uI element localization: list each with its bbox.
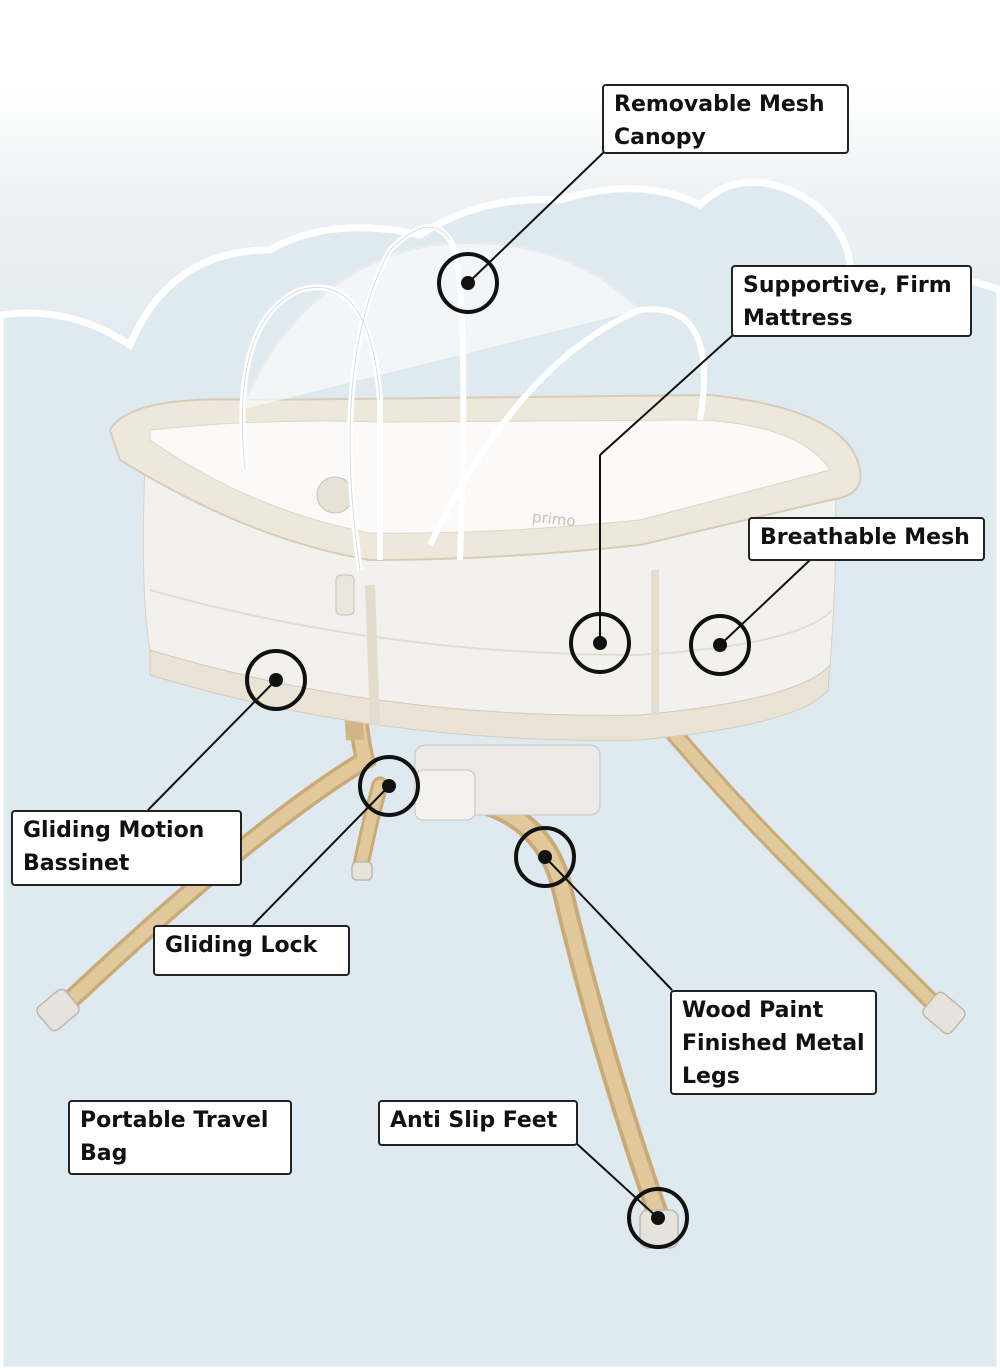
target-feet bbox=[627, 1187, 689, 1249]
target-legs bbox=[514, 826, 576, 888]
target-canopy bbox=[437, 252, 499, 314]
callout-portable-travel-bag: Portable Travel Bag bbox=[68, 1100, 292, 1175]
target-mesh bbox=[689, 614, 751, 676]
callout-gliding-motion-bassinet: Gliding Motion Bassinet bbox=[11, 810, 242, 886]
callout-removable-mesh-canopy: Removable Mesh Canopy bbox=[602, 84, 849, 154]
callout-gliding-lock: Gliding Lock bbox=[153, 925, 350, 976]
target-gliding-motion bbox=[245, 649, 307, 711]
callout-wood-paint-legs: Wood Paint Finished Metal Legs bbox=[670, 990, 877, 1095]
target-dots bbox=[269, 276, 727, 1225]
target-gliding-lock bbox=[358, 755, 420, 817]
callout-anti-slip-feet: Anti Slip Feet bbox=[378, 1100, 578, 1146]
mesh-canopy bbox=[238, 224, 707, 571]
callout-supportive-firm-mattress: Supportive, Firm Mattress bbox=[731, 265, 972, 337]
glide-mechanism bbox=[414, 744, 601, 821]
legs bbox=[50, 565, 954, 1231]
bassinet-basket bbox=[108, 393, 862, 741]
target-markers bbox=[245, 252, 751, 1249]
feet bbox=[36, 861, 966, 1249]
target-mattress bbox=[569, 612, 631, 674]
callout-breathable-mesh: Breathable Mesh bbox=[748, 517, 985, 561]
